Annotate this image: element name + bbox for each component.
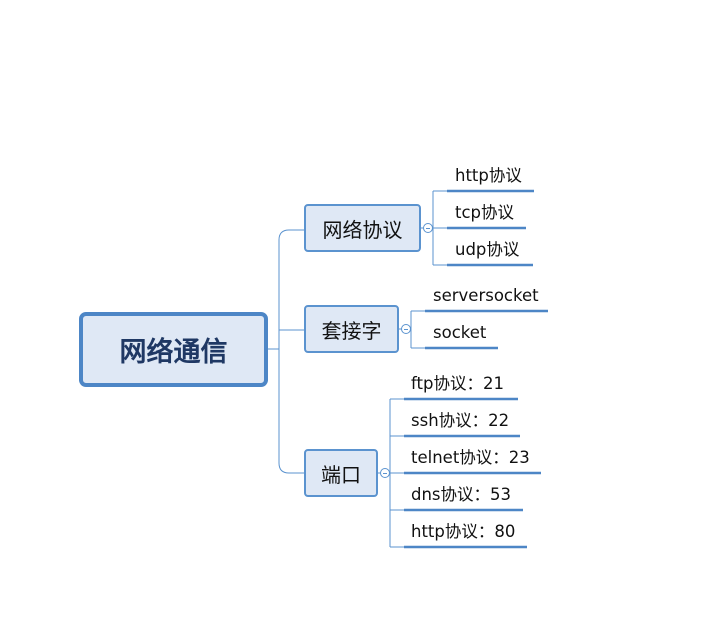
leaf-node[interactable]: http协议 xyxy=(455,166,522,185)
leaf-node[interactable]: ssh协议：22 xyxy=(411,411,510,430)
connector-root-branch-2 xyxy=(278,329,304,349)
branch-node-socket[interactable]: 套接字 xyxy=(304,305,399,353)
root-node[interactable]: 网络通信 xyxy=(79,312,268,387)
leaf-node[interactable]: udp协议 xyxy=(455,240,520,259)
leaf-node[interactable]: tcp协议 xyxy=(455,203,515,222)
leaf-node[interactable]: serversocket xyxy=(433,286,539,305)
branch-node-label: 端口 xyxy=(321,462,361,487)
branch-node-port[interactable]: 端口 xyxy=(304,449,378,497)
leaf-node[interactable]: http协议：80 xyxy=(411,522,516,541)
branch-node-label: 网络协议 xyxy=(322,217,403,242)
leaf-node[interactable]: dns协议：53 xyxy=(411,485,512,504)
collapse-toggle-icon[interactable] xyxy=(423,223,433,233)
branch-node-label: 套接字 xyxy=(321,318,382,343)
connector-root-branch-3 xyxy=(278,349,304,474)
branch-node-network-protocol[interactable]: 网络协议 xyxy=(304,204,421,252)
collapse-toggle-icon[interactable] xyxy=(380,468,390,478)
root-node-label: 网络通信 xyxy=(119,337,228,368)
leaf-node[interactable]: socket xyxy=(433,323,487,342)
collapse-toggle-icon[interactable] xyxy=(401,324,411,334)
leaf-node[interactable]: ftp协议：21 xyxy=(411,374,504,393)
leaf-node[interactable]: telnet协议：23 xyxy=(411,448,530,467)
connector-root-branch-1 xyxy=(268,229,304,350)
